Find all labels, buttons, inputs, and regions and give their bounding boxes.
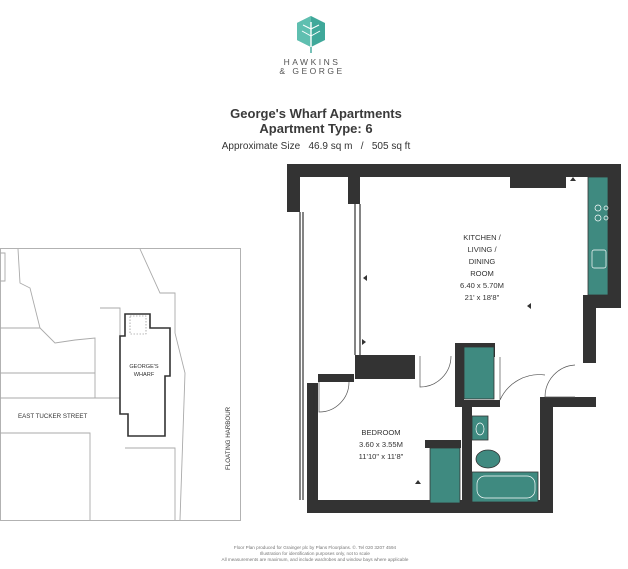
page-title: George's Wharf Apartments Apartment Type… bbox=[180, 106, 452, 136]
footer-line1: Floor Plan produced for Grainger plc by … bbox=[233, 545, 397, 550]
apartment-type: Apartment Type: 6 bbox=[259, 121, 373, 136]
window-markers bbox=[362, 177, 576, 484]
kitchen-metric: 6.40 x 5.70M bbox=[460, 281, 504, 290]
hob-ring-icon bbox=[594, 204, 602, 212]
kitchen-name-1: KITCHEN / bbox=[463, 233, 501, 242]
teal-fixtures bbox=[429, 176, 609, 504]
development-name: George's Wharf Apartments bbox=[230, 106, 402, 121]
map-street-label: EAST TUCKER STREET bbox=[18, 413, 87, 420]
footer-disclaimer: Floor Plan produced for Grainger plc by … bbox=[150, 545, 480, 563]
bedroom-name: BEDROOM bbox=[361, 428, 400, 437]
kitchen-name-3: DINING bbox=[469, 257, 496, 266]
bathtub bbox=[471, 471, 539, 503]
brand-name-line1: HAWKINS bbox=[283, 57, 341, 67]
bedroom-metric: 3.60 x 3.55M bbox=[359, 440, 403, 449]
hob-ring-icon bbox=[603, 205, 609, 211]
kitchen-name-2: LIVING / bbox=[467, 245, 497, 254]
glazing bbox=[299, 204, 361, 500]
size-separator: / bbox=[360, 141, 364, 152]
map-building-label-line2: WHARF bbox=[134, 372, 155, 378]
location-map: GEORGE'S WHARF EAST TUCKER STREET FLOATI… bbox=[0, 248, 241, 521]
footer-line3: All measurements are maximum, and includ… bbox=[221, 557, 409, 562]
approximate-size: Approximate Size 46.9 sq m / 505 sq ft bbox=[180, 141, 452, 152]
size-imperial: 505 sq ft bbox=[371, 141, 411, 152]
brand-name: HAWKINS & GEORGE bbox=[264, 58, 360, 76]
bedroom-imperial: 11'10" x 11'8" bbox=[359, 452, 404, 461]
footer-line2: Illustration for identification purposes… bbox=[260, 551, 370, 556]
georges-wharf-building: GEORGE'S WHARF bbox=[119, 313, 171, 437]
size-metric: 46.9 sq m bbox=[308, 141, 353, 152]
hall-cupboard bbox=[463, 346, 495, 400]
kitchen-counter bbox=[587, 176, 609, 296]
bedroom-label: BEDROOM 3.60 x 3.55M 11'10" x 11'8" bbox=[359, 428, 404, 461]
exterior-walls bbox=[287, 164, 621, 513]
teal-leaf-logo-icon bbox=[297, 16, 325, 53]
hob-ring-icon bbox=[594, 214, 602, 222]
door-swings bbox=[318, 355, 576, 413]
kitchen-name-4: ROOM bbox=[470, 269, 494, 278]
map-harbour-label: FLOATING HARBOUR bbox=[225, 406, 232, 470]
toilet bbox=[475, 449, 501, 469]
basin-bowl bbox=[475, 422, 485, 436]
map-building-label: GEORGE'S bbox=[129, 364, 159, 370]
bedroom-wardrobe bbox=[429, 447, 461, 504]
hob-ring-icon bbox=[603, 215, 609, 221]
basin bbox=[471, 415, 489, 441]
kitchen-label: KITCHEN / LIVING / DINING ROOM 6.40 x 5.… bbox=[460, 233, 504, 302]
kitchen-imperial: 21' x 18'8" bbox=[465, 293, 500, 302]
size-label: Approximate Size bbox=[221, 141, 301, 152]
bathtub-inner bbox=[476, 475, 536, 499]
sink-icon bbox=[591, 249, 607, 269]
brand-name-line2: & GEORGE bbox=[279, 66, 345, 76]
